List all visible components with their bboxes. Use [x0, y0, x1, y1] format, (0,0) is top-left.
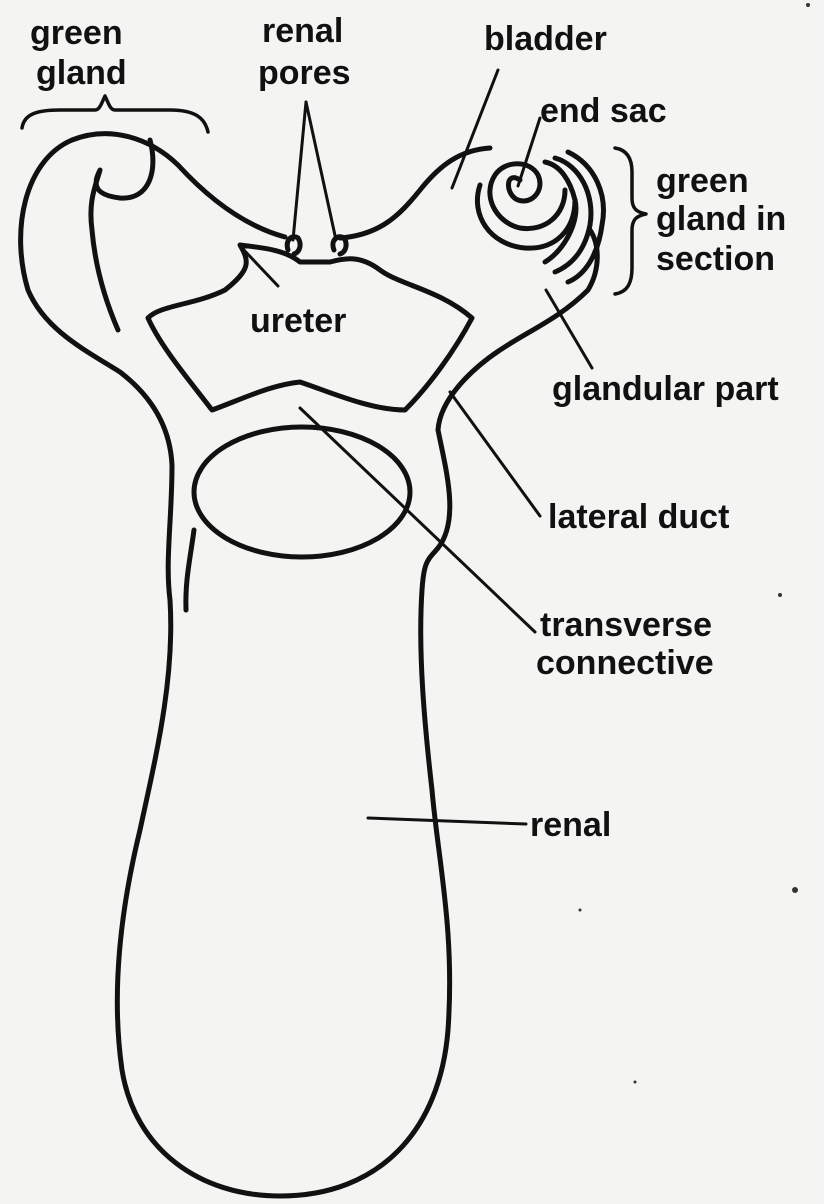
- label-lateral-duct: lateral duct: [548, 498, 729, 536]
- transverse-connective-leader: [300, 408, 535, 632]
- diagram-labels: green gland renal pores bladder end sac …: [30, 12, 786, 844]
- label-gland-section-line3: section: [656, 240, 775, 278]
- label-end-sac: end sac: [540, 92, 667, 130]
- gland-section-brace: [615, 148, 646, 294]
- renal-pores-leader-left: [293, 102, 306, 240]
- glandular-part-leader: [546, 290, 592, 368]
- organ-outline-left: [21, 134, 450, 1196]
- central-opening: [194, 427, 410, 557]
- label-renal-pores-line1: renal: [262, 12, 343, 50]
- bladder-outline: [340, 148, 490, 238]
- label-renal: renal: [530, 806, 611, 844]
- label-gland-section-line2: gland in: [656, 200, 786, 238]
- renal-pores-leader-right: [306, 102, 336, 240]
- renal-leader: [368, 818, 526, 824]
- gland-inner-lobe: [91, 140, 153, 330]
- green-gland-brace: [22, 96, 208, 132]
- stalk-inner-left: [186, 530, 194, 610]
- label-transverse-connective-line2: connective: [536, 644, 714, 682]
- label-transverse-connective-line1: transverse: [540, 606, 712, 644]
- label-ureter: ureter: [250, 302, 346, 340]
- label-green-gland-line2: gland: [36, 54, 127, 92]
- lateral-duct-leader: [450, 392, 540, 516]
- bladder-leader: [452, 70, 498, 188]
- label-glandular-part: glandular part: [552, 370, 779, 408]
- label-bladder: bladder: [484, 20, 607, 58]
- label-green-gland-line1: green: [30, 14, 123, 52]
- gland-section-spiral: [477, 152, 603, 282]
- label-renal-pores-line2: pores: [258, 54, 351, 92]
- label-gland-section-line1: green: [656, 162, 749, 200]
